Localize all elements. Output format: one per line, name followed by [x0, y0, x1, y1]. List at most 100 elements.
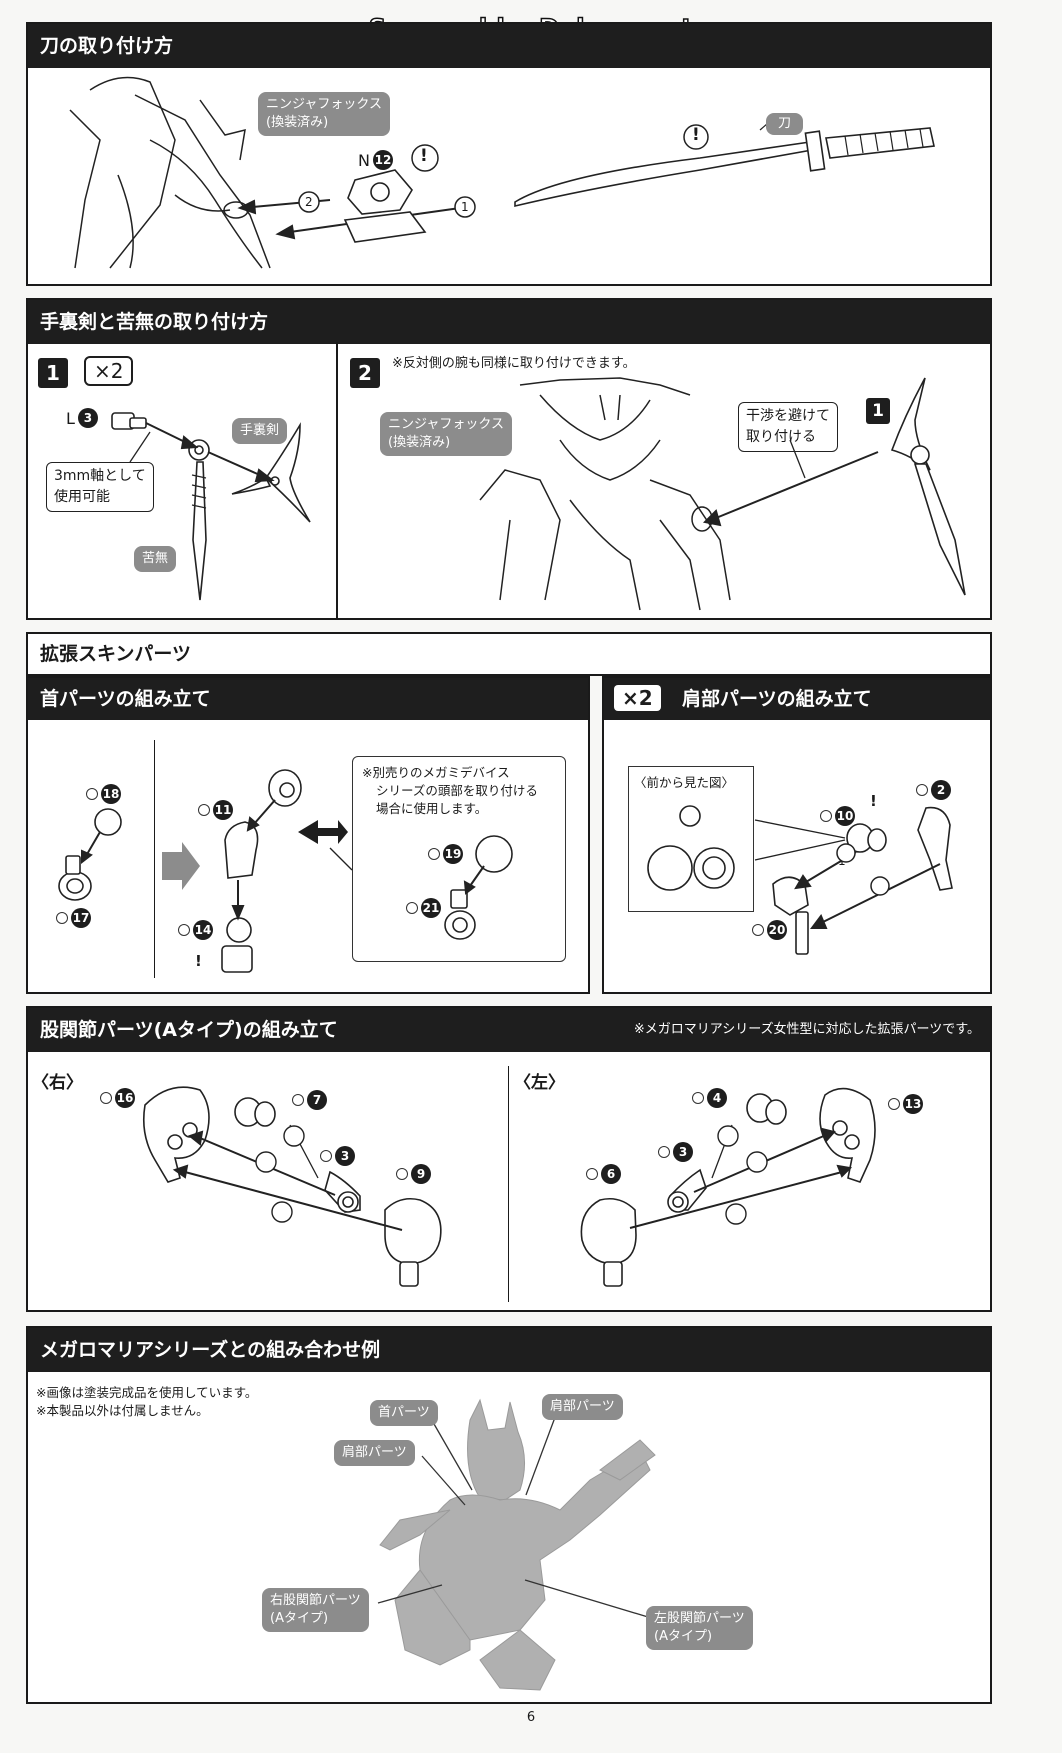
shuriken-step1-multiplier: ×2 — [84, 356, 134, 386]
shuriken-3mm-note-line1: 3mm軸として — [54, 468, 146, 484]
neck-part-19-num: 19 — [443, 844, 463, 864]
hip-right-part-16: 16 — [100, 1088, 135, 1108]
shuriken-3mm-note-line2: 使用可能 — [54, 489, 110, 505]
combo-label-left-hip: 左股関節パーツ (Aタイプ) — [646, 1606, 753, 1650]
katana-caution-icon-2: ! — [692, 125, 700, 145]
neck-part-18-num: 18 — [101, 784, 121, 804]
shoulder-part-10: 10 — [820, 806, 855, 826]
shoulder-header: ×2 肩部パーツの組み立て — [604, 678, 990, 720]
combo-right-hip-line1: 右股関節パーツ — [270, 1593, 361, 1608]
combo-label-shoulder-right: 肩部パーツ — [542, 1394, 623, 1420]
shuriken-step2-body-line2: (換装済み) — [388, 435, 451, 450]
combo-title: メガロマリアシリーズとの組み合わせ例 — [40, 1339, 381, 1361]
neck-part-21-num: 21 — [421, 898, 441, 918]
katana-caution-icon: ! — [420, 146, 428, 166]
hip-header: 股関節パーツ(Aタイプ)の組み立て ※メガロマリアシリーズ女性型に対応した拡張パ… — [28, 1008, 990, 1052]
shuriken-step1-number: 1 — [38, 358, 68, 388]
hip-divider — [508, 1066, 509, 1302]
shoulder-caution-icon-2: ! — [870, 792, 877, 810]
neck-part-14: 14 — [178, 920, 213, 940]
hip-right-part-3: 3 — [320, 1146, 355, 1166]
katana-title: 刀の取り付け方 — [40, 35, 174, 57]
shuriken-step2-number: 2 — [350, 358, 380, 388]
shuriken-title: 手裏剣と苦無の取り付け方 — [40, 311, 269, 333]
combo-label-right-hip: 右股関節パーツ (Aタイプ) — [262, 1588, 369, 1632]
kunai-label: 苦無 — [134, 546, 177, 572]
hip-left-part-4-num: 4 — [707, 1088, 727, 1108]
katana-body-label: ニンジャフォックス (換装済み) — [258, 92, 390, 136]
shuriken-part-l3: L 3 — [66, 408, 98, 428]
combo-note: ※画像は塗装完成品を使用しています。 ※本製品以外は付属しません。 — [36, 1384, 257, 1420]
shuriken-step2-ref: 1 — [866, 398, 890, 424]
shoulder-part-20: 20 — [752, 920, 787, 940]
combo-right-hip-line2: (Aタイプ) — [270, 1611, 329, 1626]
shuriken-label: 手裏剣 — [232, 418, 288, 444]
neck-note-line2: シリーズの頭部を取り付ける — [376, 783, 538, 798]
shuriken-section: 手裏剣と苦無の取り付け方 — [26, 298, 992, 620]
combo-label-neck: 首パーツ — [370, 1400, 438, 1426]
hip-left-part-3-num: 3 — [673, 1142, 693, 1162]
katana-step-1: 1 — [461, 200, 469, 214]
hip-left-part-6: 6 — [586, 1164, 621, 1184]
combo-left-hip-line2: (Aタイプ) — [654, 1629, 713, 1644]
neck-part-11-num: 11 — [213, 800, 233, 820]
neck-header: 首パーツの組み立て — [28, 678, 588, 720]
shoulder-part-20-num: 20 — [767, 920, 787, 940]
shoulder-front-view-box — [628, 766, 754, 912]
neck-optional-box — [352, 756, 566, 962]
hip-title: 股関節パーツ(Aタイプ)の組み立て — [40, 1019, 338, 1041]
shuriken-tip-box: 干渉を避けて 取り付ける — [738, 402, 838, 452]
skin-title: 拡張スキンパーツ — [40, 643, 192, 665]
hip-left-part-4: 4 — [692, 1088, 727, 1108]
shuriken-part-letter: L — [66, 408, 75, 428]
hip-right-part-9: 9 — [396, 1164, 431, 1184]
shuriken-divider — [336, 342, 338, 618]
neck-caution-icon: ! — [195, 952, 202, 970]
shuriken-header: 手裏剣と苦無の取り付け方 — [28, 300, 990, 344]
katana-body-label-line1: ニンジャフォックス — [266, 97, 382, 112]
combo-label-shoulder-left: 肩部パーツ — [334, 1440, 415, 1466]
shoulder-multiplier: ×2 — [614, 685, 661, 711]
katana-part-letter: N — [358, 150, 370, 170]
hip-left-label: 〈左〉 — [514, 1073, 565, 1093]
shoulder-part-2: 2 — [916, 780, 951, 800]
hip-left-part-13: 13 — [888, 1094, 923, 1114]
katana-part-number: 12 — [372, 150, 393, 170]
katana-sword-label: 刀 — [766, 113, 804, 135]
hip-left-part-13-num: 13 — [903, 1094, 923, 1114]
shuriken-step2-body-line1: ニンジャフォックス — [388, 417, 504, 432]
neck-part-17: 17 — [56, 908, 91, 928]
shuriken-tip-line2: 取り付ける — [746, 429, 816, 445]
neck-note-line1: ※別売りのメガミデバイス — [362, 765, 510, 780]
neck-part-17-num: 17 — [71, 908, 91, 928]
hip-left-part-3: 3 — [658, 1142, 693, 1162]
hip-right-part-3-num: 3 — [335, 1146, 355, 1166]
neck-part-18: 18 — [86, 784, 121, 804]
katana-part-n12: N 12 — [358, 150, 393, 170]
neck-divider — [154, 740, 155, 978]
neck-part-21: 21 — [406, 898, 441, 918]
hip-left-part-6-num: 6 — [601, 1164, 621, 1184]
hip-right-part-7: 7 — [292, 1090, 327, 1110]
combo-left-hip-line1: 左股関節パーツ — [654, 1611, 745, 1626]
neck-part-14-num: 14 — [193, 920, 213, 940]
hip-right-part-9-num: 9 — [411, 1164, 431, 1184]
shuriken-part-number: 3 — [77, 408, 98, 428]
neck-part-19: 19 — [428, 844, 463, 864]
shuriken-step2-body-label: ニンジャフォックス (換装済み) — [380, 412, 512, 456]
hip-right-part-7-num: 7 — [307, 1090, 327, 1110]
skin-section: 拡張スキンパーツ — [26, 632, 992, 676]
shoulder-part-2-num: 2 — [931, 780, 951, 800]
combo-note-line1: ※画像は塗装完成品を使用しています。 — [36, 1385, 258, 1400]
combo-note-line2: ※本製品以外は付属しません。 — [36, 1403, 209, 1418]
hip-note: ※メガロマリアシリーズ女性型に対応した拡張パーツです。 — [633, 1022, 980, 1037]
neck-note-line3: 場合に使用します。 — [376, 801, 488, 816]
combo-header: メガロマリアシリーズとの組み合わせ例 — [28, 1328, 990, 1372]
